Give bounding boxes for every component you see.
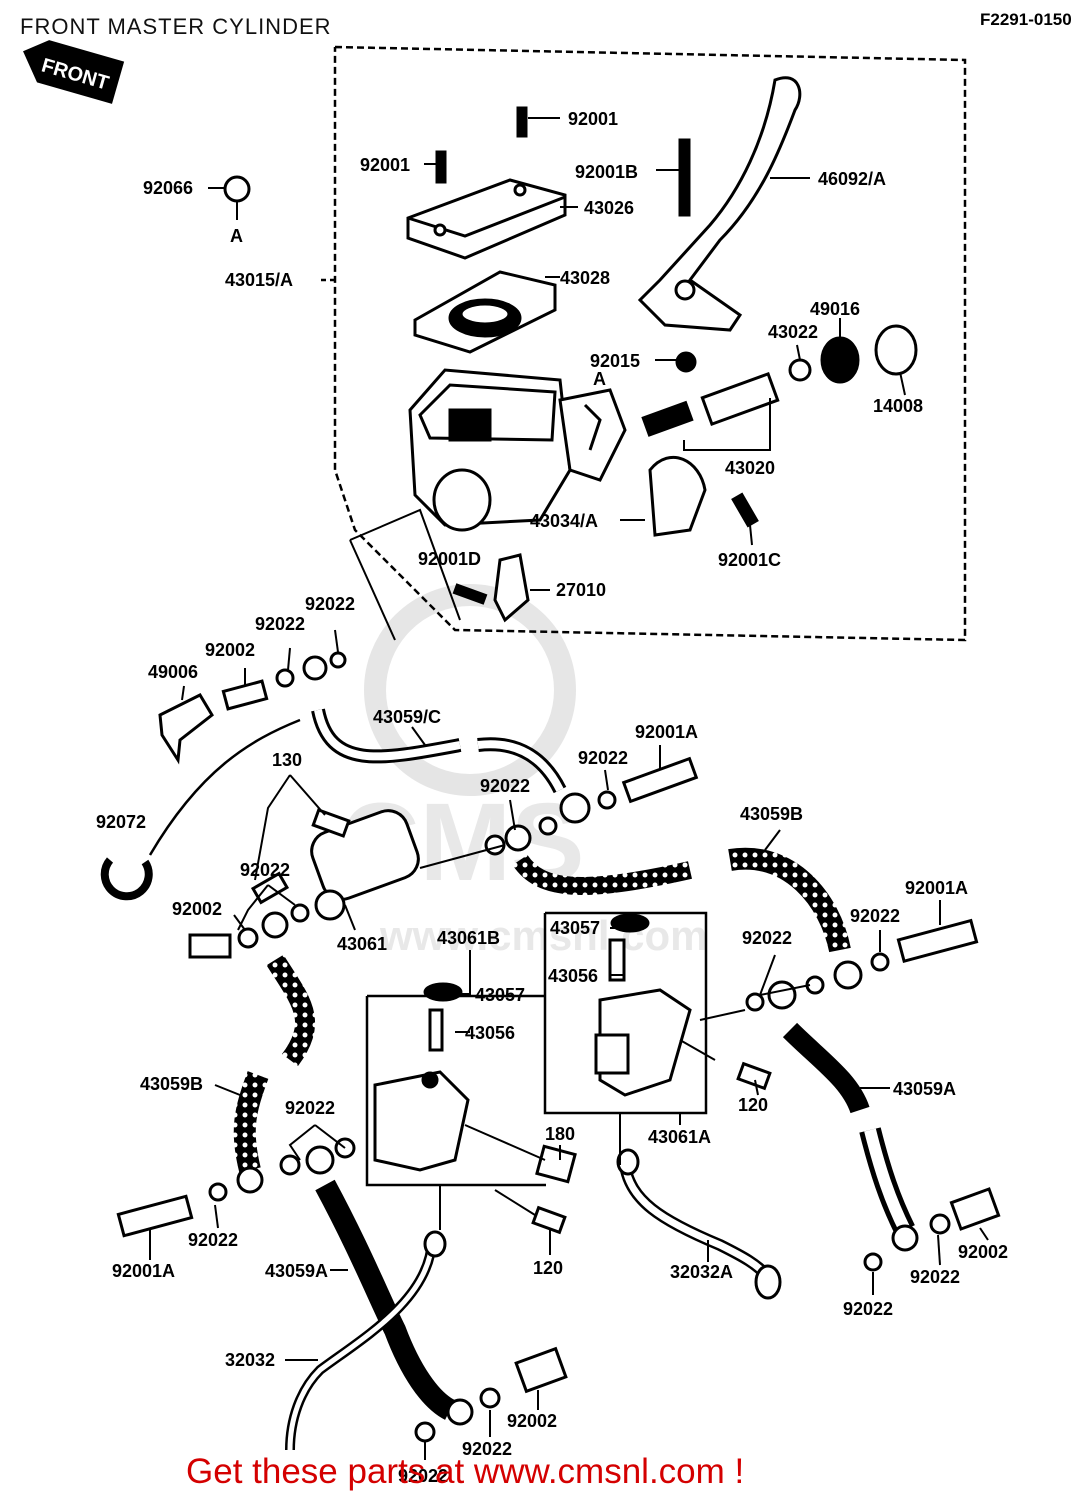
label-92001a-top: 92001A (635, 722, 698, 742)
label-92001b: 92001B (575, 162, 638, 182)
label-92022-c: 92022 (578, 748, 628, 768)
label-14008: 14008 (873, 396, 923, 416)
label-43061: 43061 (337, 934, 387, 954)
diaphragm (413, 270, 557, 354)
figure-code: F2291-0150 (980, 10, 1072, 29)
leader-lines (149, 117, 989, 1460)
label-43034a: 43034/A (530, 511, 598, 531)
brake-lever (637, 76, 802, 332)
label-92072: 92072 (96, 812, 146, 832)
footer-link-text[interactable]: Get these parts at www.cmsnl.com ! (186, 1452, 745, 1491)
master-cylinder-body (408, 368, 627, 532)
small-parts (223, 106, 918, 623)
label-130: 130 (272, 750, 302, 770)
label-92022-f: 92022 (850, 906, 900, 926)
label-92002-d: 92002 (507, 1411, 557, 1431)
label-43061a: 43061A (648, 1127, 711, 1147)
label-92022-d: 92022 (480, 776, 530, 796)
label-92022-k: 92022 (843, 1299, 893, 1319)
label-92001a-bottom: 92001A (112, 1261, 175, 1281)
svg-text:www.cmsnl.com: www.cmsnl.com (379, 912, 708, 959)
label-92001-top: 92001 (568, 109, 618, 129)
label-92001c: 92001C (718, 550, 781, 570)
label-43056-right: 43056 (548, 966, 598, 986)
label-43059b-left: 43059B (140, 1074, 203, 1094)
diagram-title: FRONT MASTER CYLINDER (20, 14, 332, 39)
label-43059b-right: 43059B (740, 804, 803, 824)
label-mark-a2: A (593, 369, 606, 389)
label-43020: 43020 (725, 458, 775, 478)
label-32032: 32032 (225, 1350, 275, 1370)
label-43059a-left: 43059A (265, 1261, 328, 1281)
label-92001d: 92001D (418, 549, 481, 569)
label-92002-b: 92002 (172, 899, 222, 919)
label-120-right: 120 (738, 1095, 768, 1115)
label-43059a-right: 43059A (893, 1079, 956, 1099)
label-92022-i: 92022 (188, 1230, 238, 1250)
label-92022-a: 92022 (305, 594, 355, 614)
reservoir-cap (406, 178, 567, 260)
label-92022-g: 92022 (742, 928, 792, 948)
label-92022-e: 92022 (240, 860, 290, 880)
callout-labels: 92001 92001 92001B 46092/A 92066 A 43026… (96, 109, 1008, 1486)
label-92001-left: 92001 (360, 155, 410, 175)
label-43061b: 43061B (437, 928, 500, 948)
label-46092a: 46092/A (818, 169, 886, 189)
label-mark-a1: A (230, 226, 243, 246)
label-92022-j: 92022 (910, 1267, 960, 1287)
label-120-bottom: 120 (533, 1258, 563, 1278)
label-43028: 43028 (560, 268, 610, 288)
label-180: 180 (545, 1124, 575, 1144)
label-92002-a: 92002 (205, 640, 255, 660)
label-49006: 49006 (148, 662, 198, 682)
assembly-outline (318, 45, 967, 1187)
brake-hoses (100, 708, 915, 1451)
label-92066: 92066 (143, 178, 193, 198)
label-92002-c: 92002 (958, 1242, 1008, 1262)
label-92022-h: 92022 (285, 1098, 335, 1118)
banjo-fittings (116, 651, 1001, 1443)
label-92022-l: 92022 (462, 1439, 512, 1459)
label-32032a: 32032A (670, 1262, 733, 1282)
label-43026: 43026 (584, 198, 634, 218)
label-43057-right: 43057 (550, 918, 600, 938)
label-43015a: 43015/A (225, 270, 293, 290)
label-43057-left: 43057 (475, 985, 525, 1005)
label-92022-m: 92022 (398, 1466, 448, 1486)
front-arrow-badge: FRONT (23, 40, 125, 104)
label-92015: 92015 (590, 351, 640, 371)
label-49016: 49016 (810, 299, 860, 319)
label-43022: 43022 (768, 322, 818, 342)
label-27010: 27010 (556, 580, 606, 600)
label-92001a-right: 92001A (905, 878, 968, 898)
label-43056-left: 43056 (465, 1023, 515, 1043)
label-43059c: 43059/C (373, 707, 441, 727)
label-92022-b: 92022 (255, 614, 305, 634)
